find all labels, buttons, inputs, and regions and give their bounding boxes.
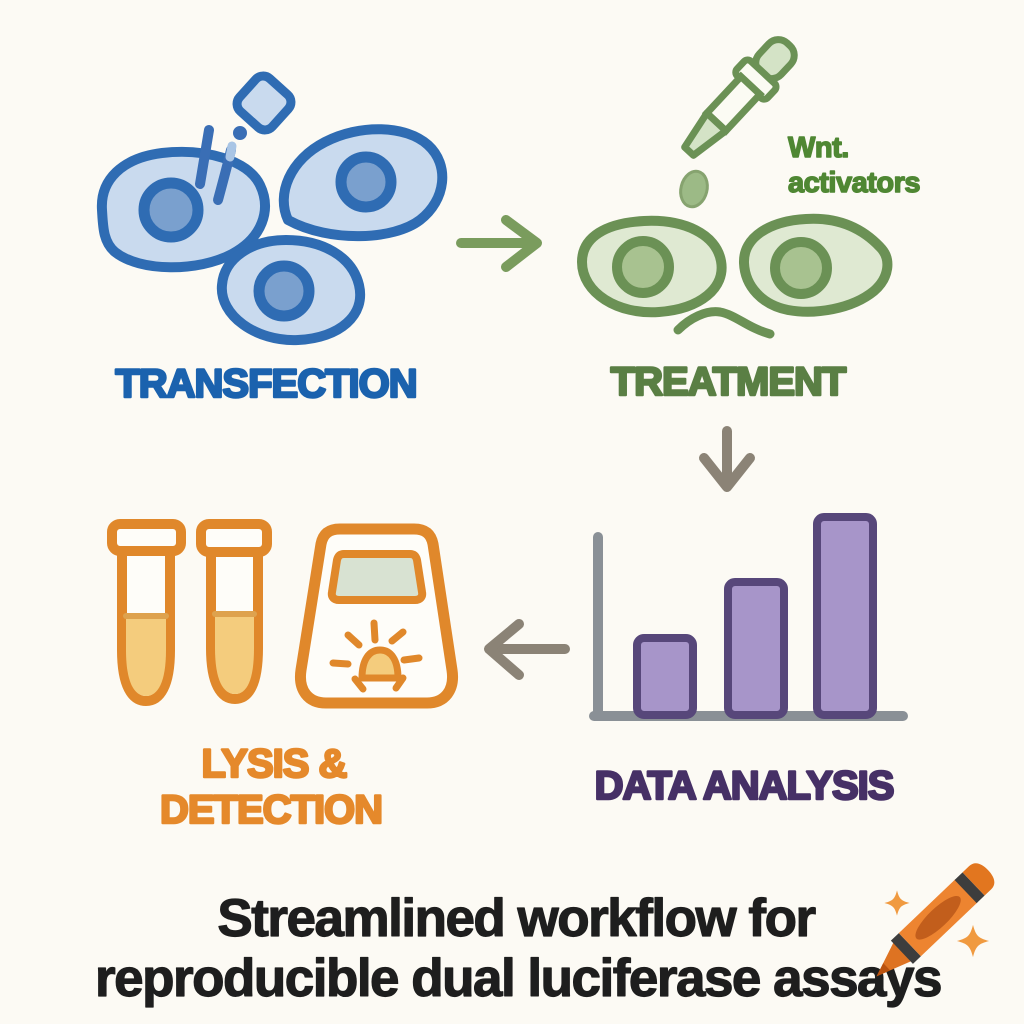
caption: Streamlined workflow for reproducible du… xyxy=(94,863,995,1009)
transfection-label: TRANSFECTION xyxy=(115,362,416,406)
tube-liquid xyxy=(126,616,166,696)
lysis-detection-label-line1: LYSIS & xyxy=(202,742,347,786)
test-tube-icon xyxy=(107,519,186,706)
needle-dot-icon xyxy=(233,126,247,140)
reagent-label-line2: activators xyxy=(788,167,920,199)
bar xyxy=(633,634,697,719)
down-arrow-icon xyxy=(699,426,755,492)
tube-liquid xyxy=(215,614,254,694)
bar-chart-icon xyxy=(589,513,908,721)
caption-line-1: Streamlined workflow for xyxy=(217,889,815,948)
reagent-label-line1: Wnt. xyxy=(788,132,849,164)
needle-line-highlight xyxy=(225,141,237,162)
plasmid-diamond-icon xyxy=(232,71,296,135)
data-analysis-step: DATA ANALYSIS xyxy=(589,513,908,809)
test-tube-icon xyxy=(196,519,272,704)
cell-nucleus xyxy=(335,151,397,213)
lysis-detection-step: LYSIS & DETECTION xyxy=(107,519,459,833)
cell-nucleus xyxy=(770,237,832,299)
left-arrow-icon xyxy=(484,619,570,680)
cell-nucleus xyxy=(612,236,674,298)
tube-rim xyxy=(196,519,272,557)
treatment-step: Wnt. activators TREATMENT xyxy=(577,36,921,405)
drop-icon xyxy=(679,169,709,209)
bar xyxy=(724,578,788,719)
lysis-detection-label-line2: DETECTION xyxy=(160,788,382,832)
crayon-icon xyxy=(876,863,995,977)
caption-line-2: reproducible dual luciferase assays xyxy=(95,949,941,1008)
right-arrow-icon xyxy=(456,215,542,272)
luminometer-screen xyxy=(327,550,427,604)
squiggle-line-icon xyxy=(673,307,775,339)
sparkle-icon xyxy=(956,924,990,958)
cell-nucleus xyxy=(253,260,315,322)
glow-icon xyxy=(329,619,423,693)
needle-line-icon xyxy=(195,125,214,189)
dropper-icon xyxy=(681,36,798,159)
luminometer-icon xyxy=(294,523,459,709)
transfection-step: TRANSFECTION xyxy=(96,71,448,407)
sparkle-icon xyxy=(884,890,910,916)
bar xyxy=(813,513,877,719)
tube-rim xyxy=(107,519,186,556)
data-analysis-label: DATA ANALYSIS xyxy=(595,764,894,808)
treatment-label: TREATMENT xyxy=(611,360,846,404)
cell-nucleus xyxy=(138,177,204,243)
